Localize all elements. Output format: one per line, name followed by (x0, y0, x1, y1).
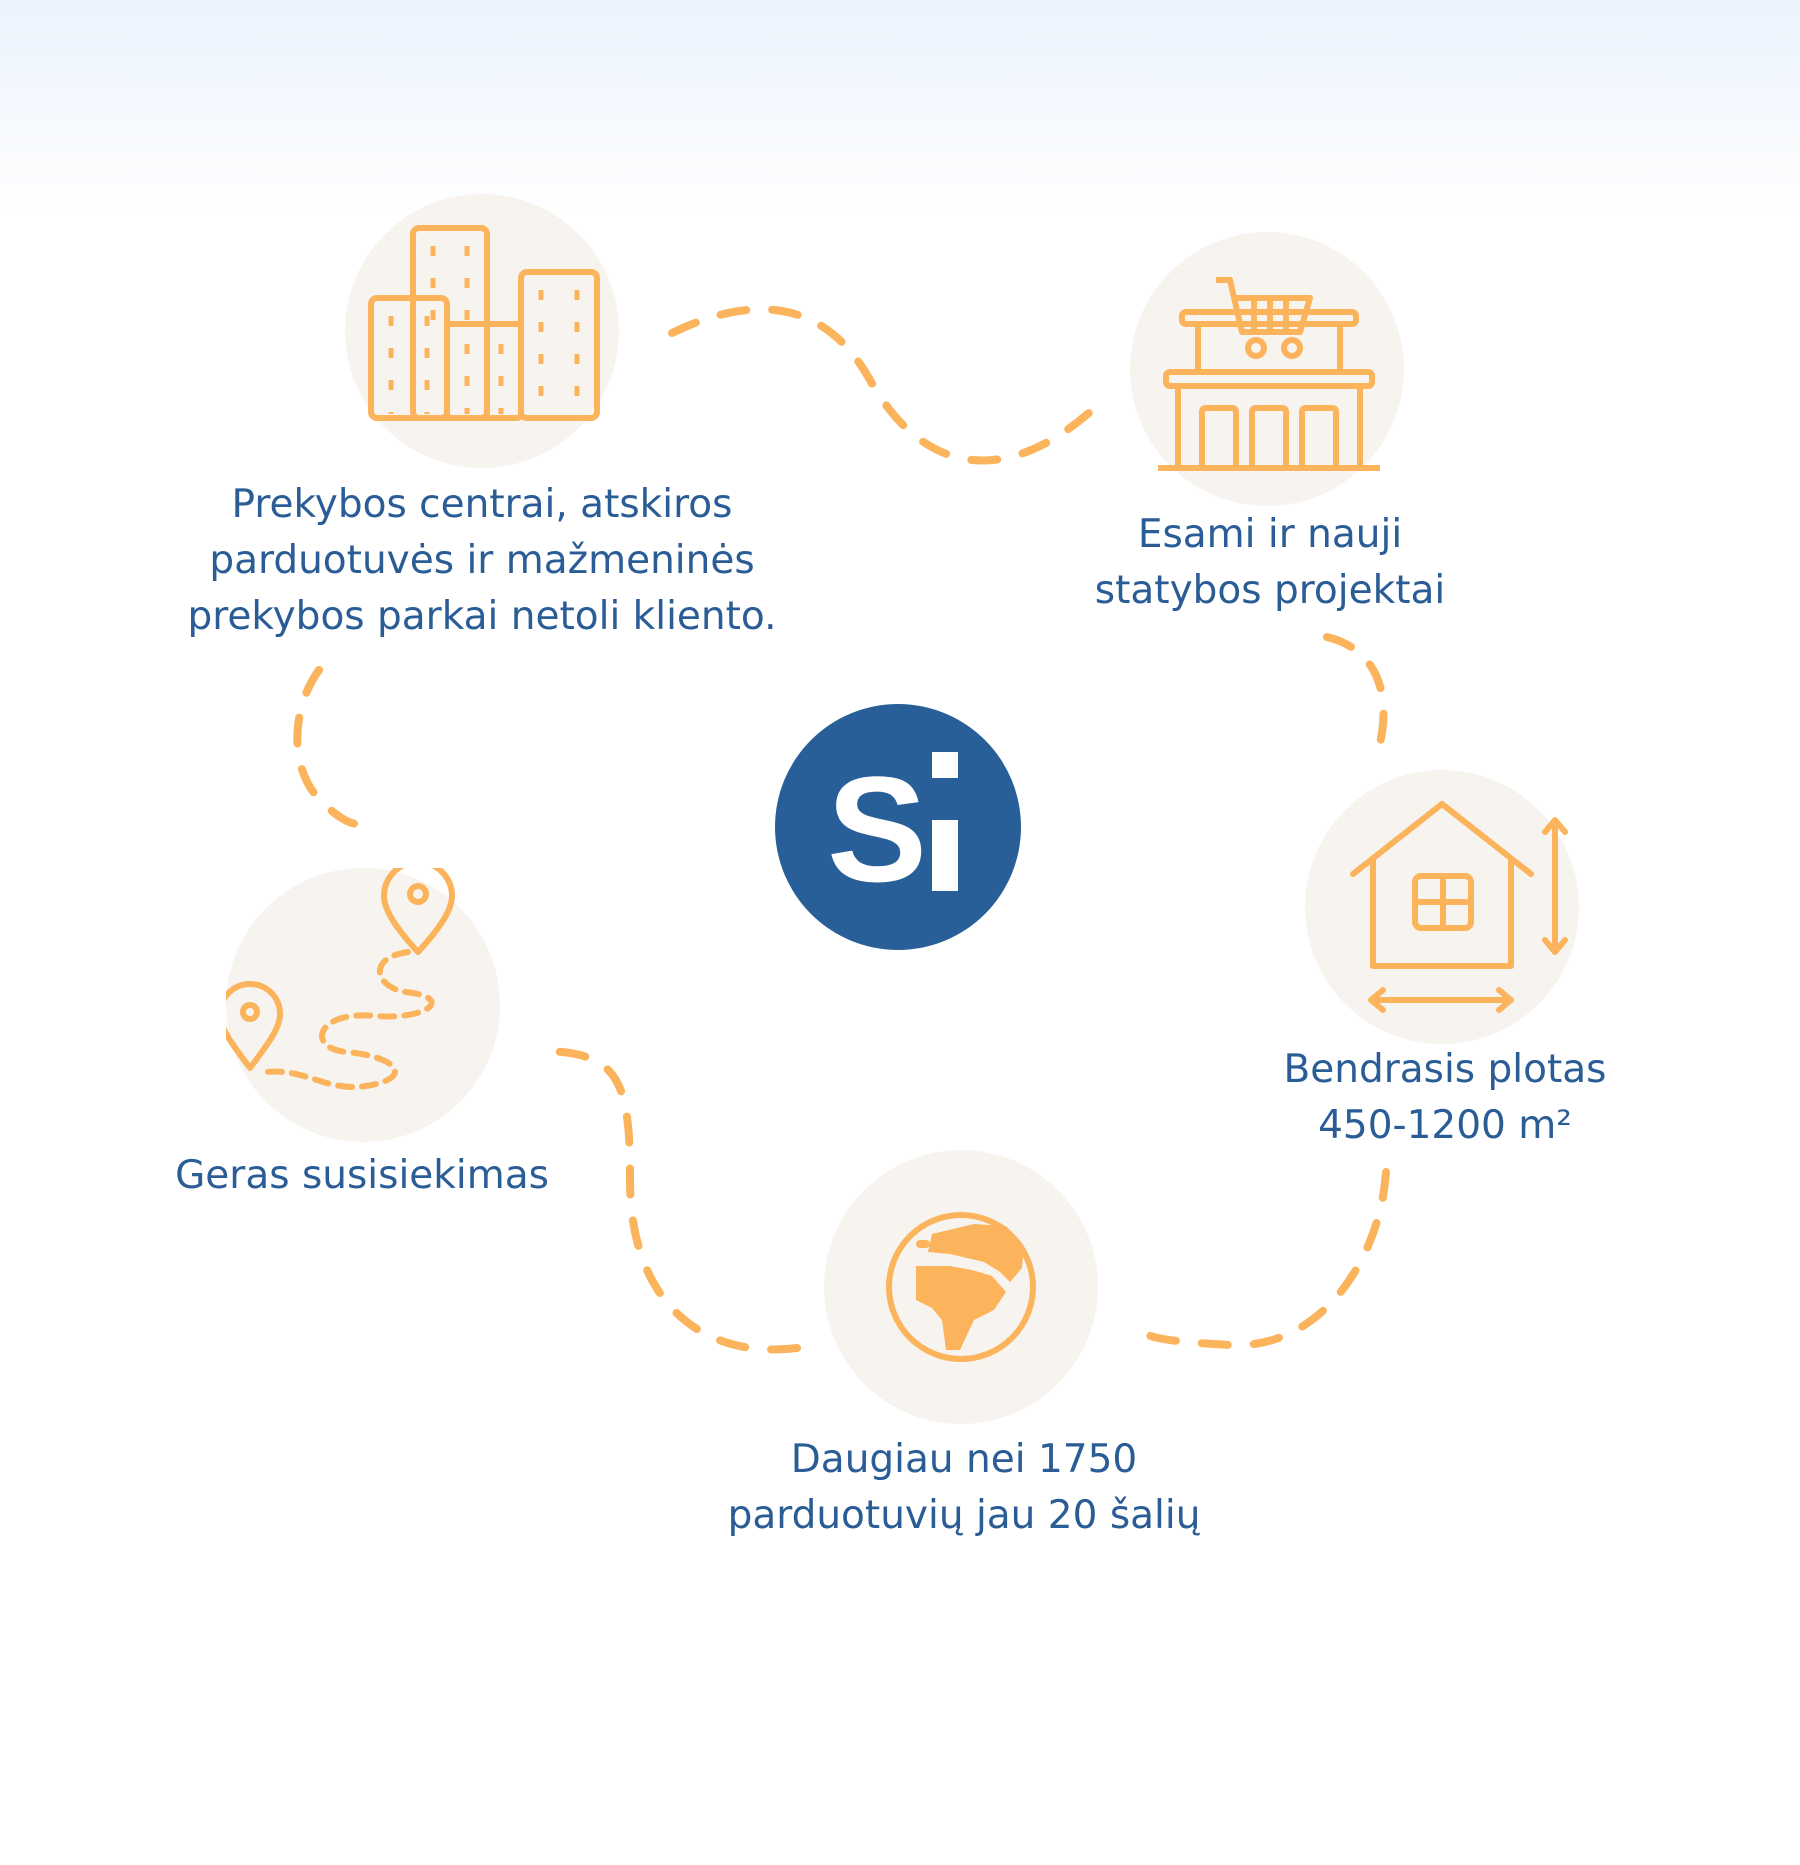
house-area-icon (1350, 801, 1568, 1013)
label-stores-countries: Daugiau nei 1750 parduotuvių jau 20 šali… (728, 1432, 1201, 1544)
globe-icon (886, 1212, 1036, 1362)
connector-1-2 (668, 305, 1094, 465)
connector-2-3 (1323, 633, 1388, 766)
connector-3-4 (1126, 1168, 1390, 1350)
label-line: Prekybos centrai, atskiros (231, 482, 733, 527)
label-line: Esami ir nauji (1137, 512, 1403, 557)
connector-5-1 (293, 666, 382, 829)
globe-bubble (824, 1150, 1098, 1424)
route-bubble (226, 868, 500, 1142)
label-connectivity: Geras susisiekimas (175, 1148, 549, 1204)
label-line: prekybos parkai netoli kliento. (187, 594, 777, 639)
label-total-area: Bendrasis plotas 450-1200 m² (1284, 1042, 1607, 1154)
label-line: Daugiau nei 1750 (790, 1437, 1138, 1482)
connector-4-5 (531, 1046, 801, 1354)
label-line: Bendrasis plotas (1283, 1047, 1607, 1092)
si-logo: S (775, 704, 1021, 950)
route-map-icon (226, 868, 455, 1090)
label-line: parduotuvės ir mažmeninės (209, 538, 755, 583)
logo-i-dot (932, 752, 958, 778)
store-bubble (1130, 232, 1404, 506)
label-line: statybos projektai (1094, 568, 1446, 613)
buildings-bubble (345, 194, 619, 468)
label-construction-projects: Esami ir nauji statybos projektai (1095, 507, 1445, 619)
label-shopping-centres: Prekybos centrai, atskiros parduotuvės i… (187, 477, 776, 645)
logo-s: S (827, 745, 927, 913)
label-line: Geras susisiekimas (175, 1153, 549, 1198)
buildings-icon (368, 225, 600, 421)
label-line: 450-1200 m² (1318, 1103, 1572, 1148)
logo-i-stem (932, 820, 958, 891)
shopping-store-icon (1158, 277, 1380, 471)
house-bubble (1305, 770, 1579, 1044)
label-line: parduotuvių jau 20 šalių (727, 1493, 1201, 1538)
